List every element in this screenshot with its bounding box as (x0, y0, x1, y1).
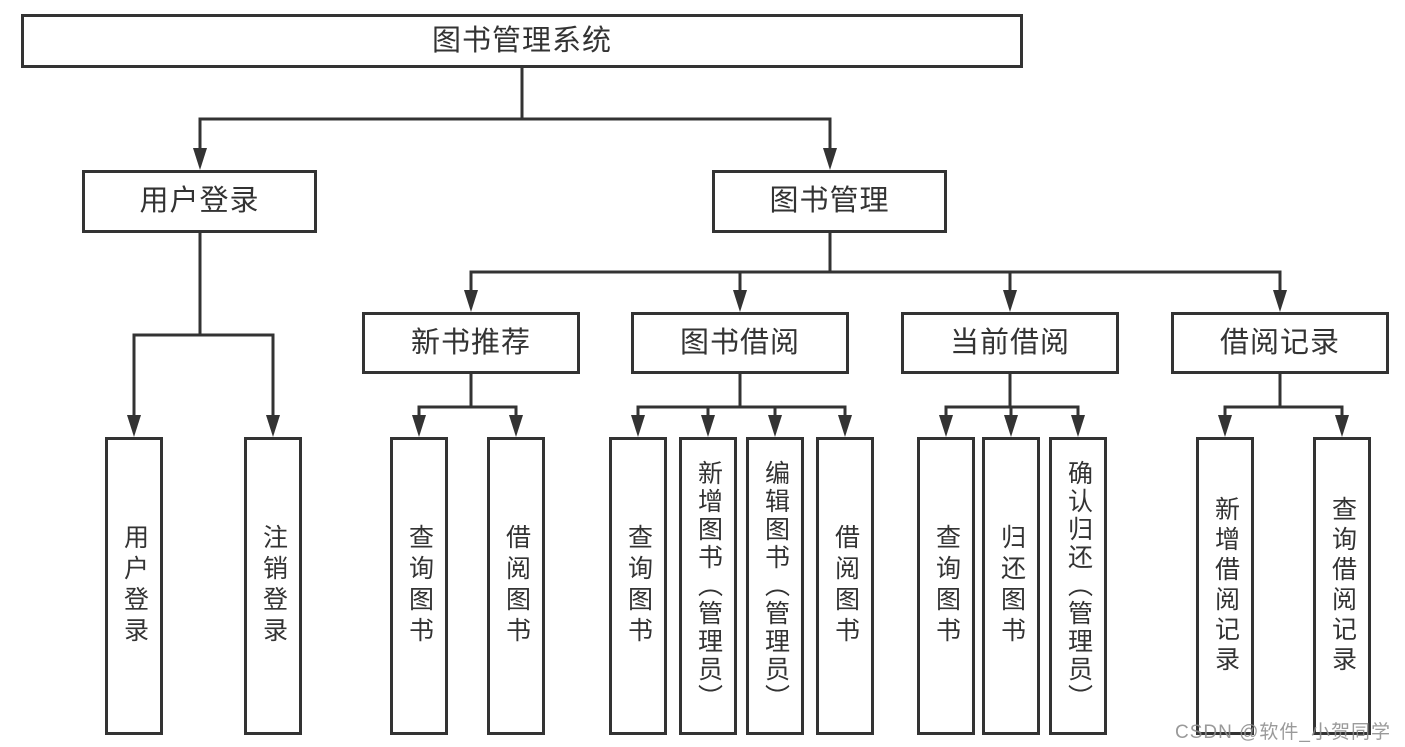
leaf-current-return: 归还图书 (982, 437, 1040, 735)
leaf-logout: 注销登录 (244, 437, 302, 735)
leaf-book-borrow-borrow-label: 借阅图书 (831, 524, 860, 648)
leaf-records-add-label: 新增借阅记录 (1211, 496, 1240, 676)
leaf-book-borrow-edit-label: 编辑图书（管理员） (761, 460, 790, 712)
leaf-book-borrow-add-label: 新增图书（管理员） (694, 460, 723, 712)
leaf-new-books-borrow: 借阅图书 (487, 437, 545, 735)
node-current-borrow-label: 当前借阅 (949, 326, 1070, 359)
connector-user-login-to-leaves (127, 231, 280, 437)
leaf-current-confirm: 确认归还（管理员） (1049, 437, 1107, 735)
leaf-book-borrow-borrow: 借阅图书 (816, 437, 874, 735)
leaf-new-books-borrow-label: 借阅图书 (502, 524, 531, 648)
leaf-current-return-label: 归还图书 (997, 524, 1026, 648)
csdn-watermark: CSDN @软件_小贺同学 (1175, 722, 1391, 743)
leaf-records-query-label: 查询借阅记录 (1328, 496, 1357, 676)
node-book-borrow: 图书借阅 (631, 312, 849, 374)
connector-current-borrow-to-leaves (939, 372, 1085, 437)
leaf-user-login-label: 用户登录 (120, 524, 149, 648)
node-book-mgmt-label: 图书管理 (769, 185, 890, 217)
leaf-user-login: 用户登录 (105, 437, 163, 735)
leaf-current-confirm-label: 确认归还（管理员） (1064, 460, 1093, 712)
node-book-borrow-label: 图书借阅 (679, 326, 800, 359)
node-user-login: 用户登录 (82, 170, 317, 233)
node-user-login-label: 用户登录 (139, 185, 260, 217)
connector-new-books-to-leaves (412, 372, 523, 437)
leaf-logout-label: 注销登录 (259, 524, 288, 648)
leaf-new-books-query: 查询图书 (390, 437, 448, 735)
node-current-borrow: 当前借阅 (901, 312, 1119, 374)
leaf-book-borrow-query-label: 查询图书 (624, 524, 653, 648)
connector-book-borrow-to-leaves (631, 372, 852, 437)
leaf-book-borrow-query: 查询图书 (609, 437, 667, 735)
connector-book-mgmt-to-level3 (464, 231, 1287, 312)
leaf-current-query: 查询图书 (917, 437, 975, 735)
leaf-records-query: 查询借阅记录 (1313, 437, 1371, 735)
node-new-books: 新书推荐 (362, 312, 580, 374)
leaf-records-add: 新增借阅记录 (1196, 437, 1254, 735)
leaf-book-borrow-edit: 编辑图书（管理员） (746, 437, 804, 735)
leaf-current-query-label: 查询图书 (932, 524, 961, 648)
node-new-books-label: 新书推荐 (410, 326, 531, 359)
node-borrow-records-label: 借阅记录 (1219, 326, 1340, 359)
node-borrow-records: 借阅记录 (1171, 312, 1389, 374)
leaf-new-books-query-label: 查询图书 (405, 524, 434, 648)
connector-borrow-records-to-leaves (1218, 372, 1349, 437)
leaf-book-borrow-add: 新增图书（管理员） (679, 437, 737, 735)
node-root: 图书管理系统 (21, 14, 1023, 68)
node-root-label: 图书管理系统 (431, 24, 612, 57)
node-book-mgmt: 图书管理 (712, 170, 947, 233)
connector-root-to-level2 (193, 66, 837, 170)
